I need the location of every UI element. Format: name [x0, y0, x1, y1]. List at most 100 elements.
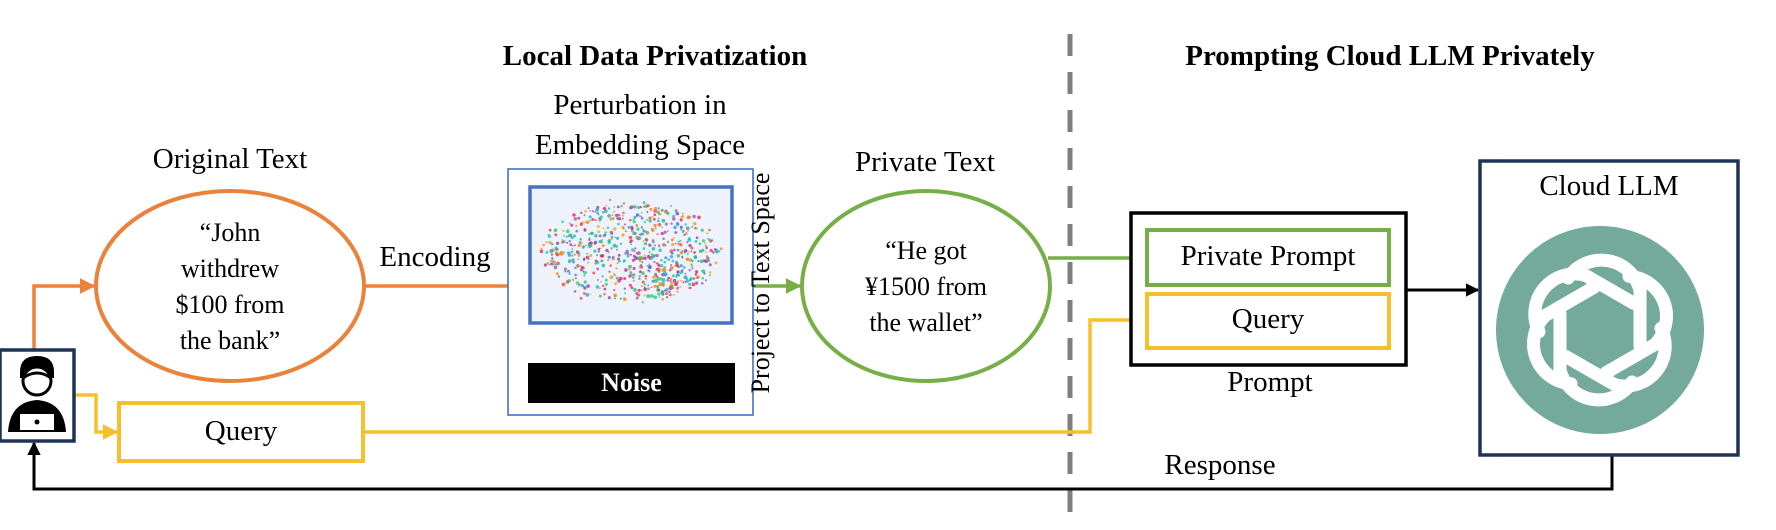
embedding-point [587, 261, 590, 264]
embedding-point [662, 243, 666, 247]
embedding-point [657, 269, 661, 273]
embedding-point [614, 236, 616, 239]
embedding-point [584, 210, 587, 213]
embedding-point [568, 233, 572, 238]
embedding-point [593, 240, 598, 245]
embedding-point [640, 215, 642, 218]
embedding-point [672, 217, 676, 221]
embedding-point [704, 260, 707, 263]
embedding-point [665, 292, 669, 296]
embedding-point [630, 239, 633, 243]
embedding-point [572, 261, 575, 264]
embedding-point [595, 254, 599, 257]
embedding-point [667, 276, 670, 280]
embedding-point [568, 239, 571, 243]
embedding-point [653, 223, 657, 228]
embedding-point [679, 225, 683, 229]
embedding-point [643, 294, 646, 297]
embedding-point [616, 217, 619, 221]
embedding-point [697, 260, 700, 263]
embedding-point [671, 259, 675, 263]
embedding-point [657, 217, 660, 220]
embedding-point [646, 294, 651, 298]
embedding-point [661, 297, 664, 301]
embedding-point [643, 256, 647, 260]
embedding-point [675, 283, 678, 286]
embedding-point [615, 244, 619, 248]
embedding-point [650, 286, 653, 289]
perturbation-label-line-2: Embedding Space [534, 129, 746, 161]
embedding-point [656, 210, 660, 214]
embedding-point [640, 232, 645, 236]
embedding-point [648, 218, 653, 223]
embedding-point [619, 297, 622, 300]
embedding-point [677, 212, 680, 215]
embedding-point [691, 259, 694, 263]
embedding-point [613, 210, 616, 213]
local-section-title: Local Data Privatization [502, 40, 808, 72]
embedding-point [563, 251, 566, 254]
embedding-point [709, 248, 713, 253]
cloud-section-title: Prompting Cloud LLM Privately [1185, 40, 1595, 72]
embedding-point [639, 233, 642, 236]
embedding-point [586, 284, 590, 288]
embedding-point [672, 214, 675, 218]
embedding-point [594, 210, 597, 213]
embedding-point [653, 213, 657, 217]
embedding-point [549, 249, 554, 253]
embedding-point [617, 213, 621, 217]
embedding-point [656, 285, 660, 289]
embedding-point [701, 269, 706, 274]
embedding-point [569, 243, 573, 246]
embedding-point [653, 254, 656, 257]
embedding-point [553, 229, 556, 232]
embedding-point [577, 216, 581, 220]
embedding-point [561, 239, 564, 241]
embedding-point [583, 214, 586, 217]
response-label: Response [1164, 449, 1276, 481]
embedding-point [664, 222, 668, 226]
embedding-point [686, 253, 689, 256]
embedding-point [573, 217, 578, 221]
embedding-point [648, 256, 651, 260]
embedding-point [638, 275, 641, 278]
embedding-point [623, 287, 626, 290]
embedding-point [603, 287, 607, 291]
embedding-point [685, 257, 689, 262]
embedding-point [655, 262, 659, 265]
embedding-scatter-points [539, 199, 723, 304]
embedding-point [616, 262, 619, 264]
embedding-point [582, 258, 586, 262]
embedding-point [676, 290, 679, 293]
embedding-point [689, 277, 693, 281]
embedding-point [630, 286, 634, 290]
embedding-point [570, 236, 574, 240]
embedding-point [550, 242, 554, 246]
embedding-point [628, 235, 633, 240]
embedding-point [629, 253, 632, 256]
embedding-point [609, 217, 613, 221]
embedding-point [646, 219, 648, 221]
private-text-line-2: ¥1500 from [864, 272, 988, 301]
embedding-point [613, 297, 616, 300]
embedding-point [663, 260, 666, 264]
original-text-line-2: withdrew [180, 254, 280, 283]
embedding-point [671, 251, 674, 255]
embedding-point [671, 238, 674, 242]
embedding-point [597, 247, 601, 251]
embedding-point [605, 204, 608, 207]
embedding-point [609, 264, 612, 267]
embedding-point [564, 270, 567, 273]
embedding-point [579, 222, 583, 227]
embedding-point [586, 257, 590, 260]
embedding-point [683, 249, 688, 253]
prompt-query-label: Query [1231, 303, 1305, 335]
embedding-point [652, 279, 656, 283]
embedding-point [674, 209, 678, 213]
embedding-point [583, 270, 587, 275]
embedding-point [618, 259, 621, 263]
embedding-point [634, 247, 637, 250]
embedding-point [651, 246, 656, 251]
embedding-point [616, 205, 620, 209]
embedding-point [575, 281, 580, 285]
